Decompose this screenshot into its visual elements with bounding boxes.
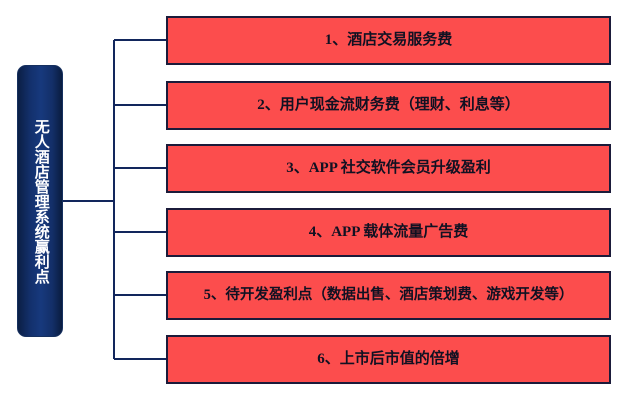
root-node: 无人酒店管理系统赢利点 — [17, 65, 63, 337]
leaf-node-2: 2、用户现金流财务费（理财、利息等） — [166, 81, 611, 130]
leaf-node-1-label: 1、酒店交易服务费 — [324, 32, 453, 49]
leaf-node-1: 1、酒店交易服务费 — [166, 16, 611, 65]
leaf-node-2-label: 2、用户现金流财务费（理财、利息等） — [257, 97, 520, 114]
root-node-label: 无人酒店管理系统赢利点 — [32, 118, 49, 284]
leaf-node-3: 3、APP 社交软件会员升级盈利 — [166, 144, 611, 193]
leaf-node-6: 6、上市后市值的倍增 — [166, 335, 611, 384]
leaf-node-4: 4、APP 载体流量广告费 — [166, 208, 611, 257]
leaf-node-5-label: 5、待开发盈利点（数据出售、酒店策划费、游戏开发等） — [203, 286, 574, 303]
leaf-node-6-label: 6、上市后市值的倍增 — [317, 351, 460, 368]
leaf-node-4-label: 4、APP 载体流量广告费 — [308, 224, 469, 241]
leaf-node-5: 5、待开发盈利点（数据出售、酒店策划费、游戏开发等） — [166, 271, 611, 320]
leaf-node-3-label: 3、APP 社交软件会员升级盈利 — [286, 160, 491, 177]
